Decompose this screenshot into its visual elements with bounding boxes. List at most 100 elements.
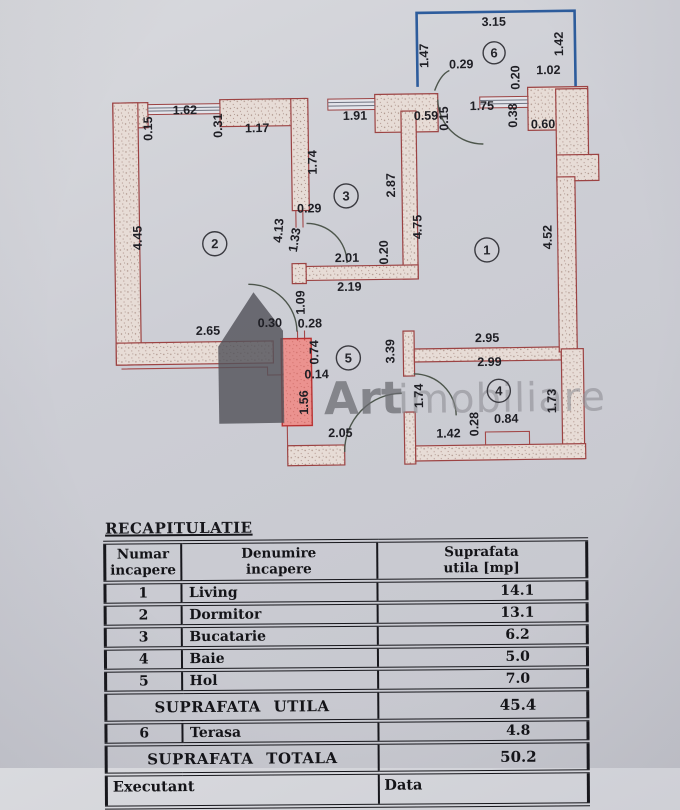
room-number-hall: 5	[335, 345, 362, 371]
floor-plan: Art imobiliare 3.15 1.47 0.29 1.42 0.20 …	[112, 9, 607, 467]
dim-label: 0.74	[307, 340, 321, 365]
dim-label: 0.84	[494, 412, 519, 426]
svg-text:2: 2	[211, 236, 218, 251]
footer-row: Executant Data	[106, 771, 589, 808]
cell-area: 7.0	[377, 667, 588, 691]
leader-terrace-door	[433, 69, 450, 91]
dim-label: 0.15	[437, 106, 451, 131]
wall-kitchen-bottom	[299, 264, 419, 282]
table-title: RECAPITULATIE	[104, 518, 253, 538]
cell-area: 14.1	[376, 579, 588, 603]
window-living	[479, 95, 529, 109]
dim-label: 0.31	[211, 113, 225, 138]
dim-label: 1.09	[293, 290, 307, 315]
cell-area: 6.2	[377, 623, 588, 647]
dim-label: 1.75	[470, 99, 495, 113]
cell-room-number: 4	[105, 648, 182, 671]
watermark-text-bold: Art	[324, 371, 403, 425]
wall-right	[555, 87, 590, 160]
dim-label: 0.15	[141, 116, 155, 141]
door-arcs	[248, 69, 484, 452]
dim-label: 4.52	[541, 225, 555, 250]
suprafata-utila-value: 45.4	[377, 689, 588, 721]
suprafata-totala-label: SUPRAFATA TOTALA	[106, 742, 379, 775]
cell-area: 4.8	[377, 719, 589, 743]
wall-kitchen-living	[400, 110, 419, 280]
data-cell: Data	[378, 771, 589, 806]
suprafata-utila-label: SUPRAFATA UTILA	[105, 690, 378, 723]
wall-bath-bottom	[414, 442, 587, 462]
cell-area: 5.0	[377, 645, 588, 669]
cell-room-name: Terasa	[181, 720, 379, 745]
dim-label: 3.15	[481, 15, 506, 29]
dim-label: 1.74	[305, 150, 319, 175]
dim-label: 4.13	[271, 218, 287, 243]
dim-label: 0.20	[508, 65, 522, 90]
dimension-labels: 3.15 1.47 0.29 1.42 0.20 1.02 0.59 0.15 …	[131, 15, 567, 441]
dim-label: 1.42	[552, 32, 566, 57]
dim-label: 1.56	[297, 390, 311, 415]
wall-bedroom-kitchen	[290, 97, 310, 212]
cell-room-number: 3	[105, 626, 182, 649]
svg-text:6: 6	[490, 45, 497, 60]
dim-label: 1.73	[545, 389, 559, 414]
window-kitchen	[327, 97, 376, 111]
cell-room-name: Dormitor	[181, 602, 378, 627]
suprafata-utila-row: SUPRAFATA UTILA 45.4	[105, 689, 588, 723]
room-number-terrace: 6	[482, 41, 506, 65]
suprafata-totala-value: 50.2	[378, 741, 589, 773]
dim-label: 0.29	[297, 201, 322, 215]
door-arc-bedroom	[248, 283, 298, 332]
cell-room-name: Bucatarie	[181, 624, 378, 649]
svg-text:3: 3	[342, 188, 349, 203]
dim-label: 0.60	[531, 117, 556, 131]
cell-room-number: 1	[104, 582, 182, 605]
dim-label: 0.14	[304, 367, 329, 381]
door-arc-kitchen	[306, 222, 348, 263]
cell-room-name: Living	[180, 580, 378, 605]
room-number-kitchen: 3	[333, 183, 359, 209]
dim-label: 2.19	[337, 280, 362, 294]
cell-room-name: Baie	[181, 646, 378, 671]
dim-label: 0.30	[258, 316, 283, 330]
dim-label: 2.99	[477, 355, 502, 369]
executant-cell: Executant	[106, 772, 379, 808]
svg-text:1: 1	[483, 242, 490, 257]
room-number-living: 1	[474, 237, 500, 263]
cell-area: 13.1	[377, 601, 588, 625]
door-arc-hall	[343, 392, 402, 452]
dim-label: 0.20	[377, 240, 391, 265]
dim-label: 1.74	[412, 384, 426, 409]
watermark-text-light: imobiliare	[398, 374, 607, 423]
terrace-outline	[415, 9, 577, 87]
cell-room-number: 5	[105, 670, 182, 693]
dim-label: 2.87	[384, 173, 398, 198]
window-bedroom	[147, 103, 221, 116]
dim-label: 1.91	[343, 109, 368, 123]
dim-label: 3.39	[383, 339, 397, 364]
cell-room-number: 6	[105, 722, 183, 745]
dim-label: 0.29	[449, 57, 474, 71]
dim-label: 2.01	[335, 251, 360, 265]
wall-hall-bath	[402, 330, 416, 377]
dim-label: 4.75	[410, 215, 424, 240]
dim-label: 2.05	[328, 426, 353, 440]
dim-label: 1.17	[245, 121, 270, 135]
dim-label: 1.33	[286, 227, 304, 253]
wall-hall-bottom	[286, 444, 346, 467]
cell-room-number: 2	[105, 604, 182, 627]
watermark-logo	[218, 292, 285, 424]
dim-label: 1.47	[417, 44, 431, 69]
dim-label: 4.45	[131, 226, 145, 251]
door-arc-bath	[413, 373, 457, 416]
dim-label: 1.42	[436, 426, 461, 440]
door-arc-terrace-entry	[437, 99, 484, 145]
cell-room-name: Hol	[181, 668, 378, 693]
watermark: Art imobiliare	[218, 292, 607, 425]
